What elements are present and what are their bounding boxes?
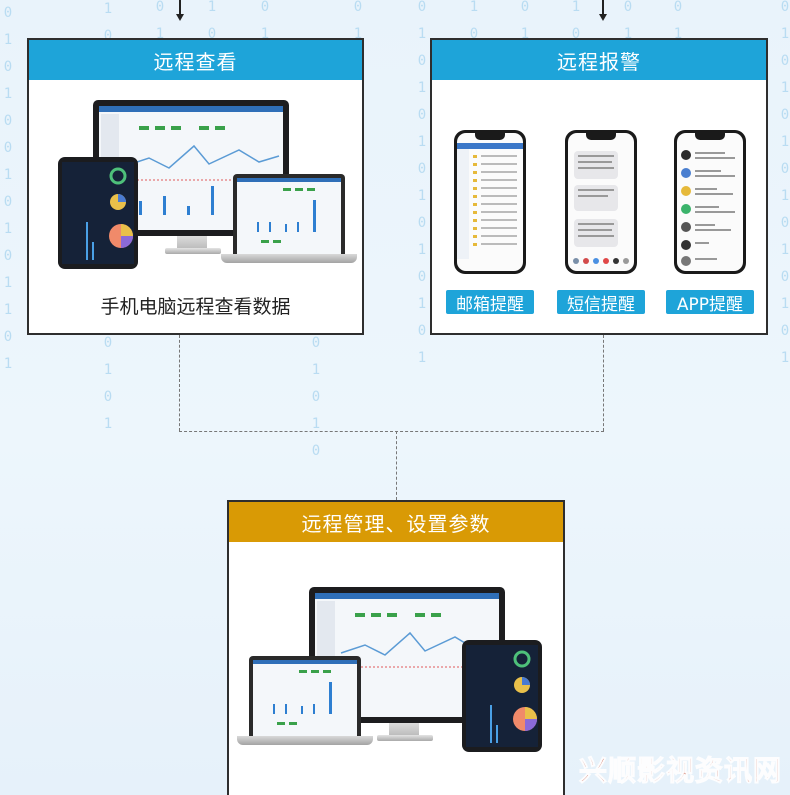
binary-background: 0 1 (260, 0, 270, 42)
laptop-dashboard-graphic (253, 660, 357, 725)
email-list-graphic (457, 143, 523, 259)
watermark: 兴顺影视资讯网 (578, 754, 782, 788)
tablet-icon (462, 640, 542, 752)
monitor-stand (177, 236, 207, 250)
arrow-stem (602, 0, 604, 14)
tablet-dashboard-graphic (490, 650, 537, 743)
panel-title: 远程查看 (29, 40, 362, 80)
laptop-base (237, 736, 373, 745)
arrow-stem (179, 0, 181, 14)
panel-title: 远程报警 (432, 40, 766, 80)
binary-background: 1 0 (207, 0, 217, 42)
monitor-stand (389, 723, 419, 737)
connector-horizontal (179, 431, 604, 432)
binary-background: 0 1 0 1 0 1 0 1 0 1 0 1 0 1 (417, 0, 427, 366)
laptop-dashboard-graphic (237, 178, 341, 243)
binary-background: 0 1 0 1 0 1 0 1 0 1 0 1 0 1 (780, 0, 790, 366)
panel-caption: 手机电脑远程查看数据 (100, 296, 291, 318)
binary-background: 0 1 (673, 0, 683, 42)
binary-background: 1 0 (469, 0, 479, 42)
binary-background: 1 0 (571, 0, 581, 42)
tag-sms-alert: 短信提醒 (557, 290, 645, 315)
connector-right (603, 335, 604, 431)
smartphone-email-icon (454, 130, 526, 274)
panel-remote-manage: 远程管理、设置参数 (227, 500, 565, 795)
laptop-icon (233, 174, 345, 254)
binary-background: 0 1 0 1 0 (311, 335, 321, 459)
sms-thread-graphic (573, 151, 629, 264)
panel-title: 远程管理、设置参数 (229, 502, 563, 542)
panel-remote-alarm: 远程报警 (430, 38, 768, 335)
binary-background: 0 1 0 1 0 0 1 0 1 0 1 1 0 1 (3, 5, 13, 372)
binary-background: 0 1 (155, 0, 165, 42)
connector-center (396, 431, 397, 500)
arrow-down-icon (176, 14, 184, 21)
binary-background: 0 1 0 1 (103, 335, 113, 432)
smartphone-sms-icon (565, 130, 637, 274)
panel-remote-view: 远程查看 (27, 38, 364, 335)
tablet-dashboard-graphic (86, 167, 133, 260)
monitor-base (377, 735, 433, 741)
laptop-base (221, 254, 357, 263)
connector-left (179, 335, 180, 431)
app-notification-list-graphic (681, 150, 735, 266)
tag-app-alert: APP提醒 (666, 290, 754, 315)
laptop-icon (249, 656, 361, 736)
arrow-down-icon (599, 14, 607, 21)
tablet-icon (58, 157, 138, 269)
binary-background: 0 1 (520, 0, 530, 42)
monitor-base (165, 248, 221, 254)
binary-background: 0 1 (623, 0, 633, 42)
tag-email-alert: 邮箱提醒 (446, 290, 534, 315)
smartphone-app-icon (674, 130, 746, 274)
